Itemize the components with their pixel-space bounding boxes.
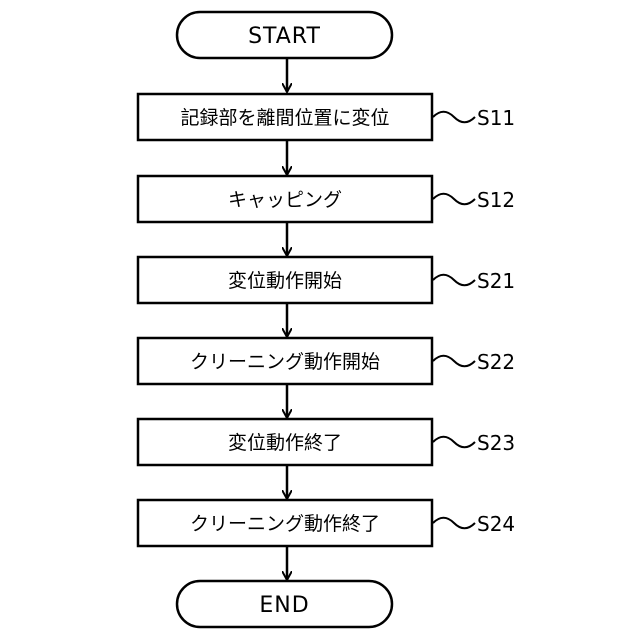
step-s11-text: 記録部を離間位置に変位	[180, 107, 389, 129]
step-s21-text: 変位動作開始	[228, 270, 342, 292]
start-label: START	[248, 24, 321, 49]
leader-s11	[433, 112, 475, 123]
step-s22: クリーニング動作開始 S22	[138, 338, 515, 384]
step-s23: 変位動作終了 S23	[138, 419, 515, 465]
step-s24: クリーニング動作終了 S24	[138, 500, 515, 546]
start-terminal: START	[177, 12, 392, 58]
leader-s21	[433, 275, 475, 286]
leader-s12	[433, 194, 475, 205]
step-s24-label: S24	[477, 512, 515, 536]
step-s11: 記録部を離間位置に変位 S11	[138, 94, 515, 140]
step-s23-label: S23	[477, 431, 515, 455]
step-s12: キャッピング S12	[138, 176, 515, 222]
step-s12-label: S12	[477, 188, 515, 212]
end-label: END	[259, 593, 309, 618]
step-s21: 変位動作開始 S21	[138, 257, 515, 303]
step-s22-label: S22	[477, 350, 515, 374]
step-s23-text: 変位動作終了	[228, 432, 342, 454]
end-terminal: END	[177, 581, 392, 627]
leader-s22	[433, 356, 475, 367]
leader-s24	[433, 518, 475, 529]
step-s21-label: S21	[477, 269, 515, 293]
leader-s23	[433, 437, 475, 448]
step-s12-text: キャッピング	[228, 189, 342, 211]
step-s24-text: クリーニング動作終了	[190, 513, 380, 535]
step-s22-text: クリーニング動作開始	[190, 351, 380, 373]
step-s11-label: S11	[477, 106, 515, 130]
